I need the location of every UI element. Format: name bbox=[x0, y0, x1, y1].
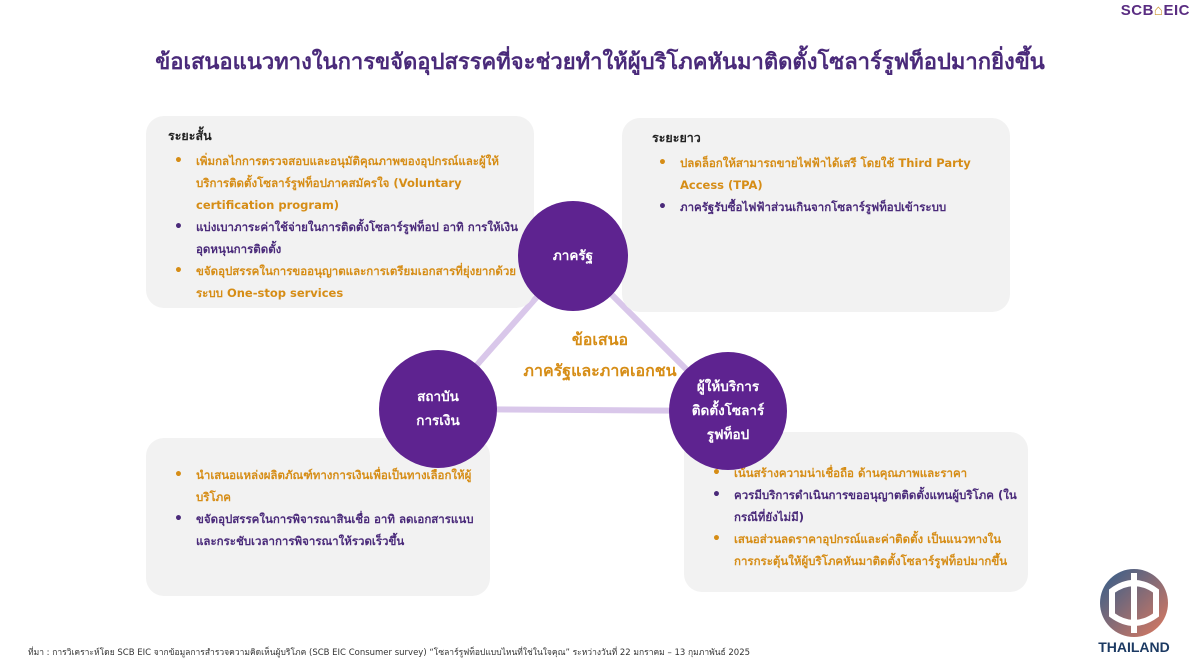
list-item: • นำเสนอแหล่งผลิตภัณฑ์ทางการเงินเพื่อเป็น… bbox=[168, 464, 476, 508]
list-item: • แบ่งเบาภาระค่าใช้จ่ายในการติดตั้งโซลาร์… bbox=[168, 216, 518, 260]
list-item-text: เพิ่มกลไกการตรวจสอบและอนุมัติคุณภาพของอุ… bbox=[196, 154, 499, 212]
bullet-icon: • bbox=[712, 465, 721, 481]
list-item: • เพิ่มกลไกการตรวจสอบและอนุมัติคุณภาพของอ… bbox=[168, 150, 518, 216]
bullet-icon: • bbox=[658, 199, 667, 215]
list-item: • เสนอส่วนลดราคาอุปกรณ์และค่าติดตั้ง เป็น… bbox=[706, 528, 1018, 572]
sd-thailand-badge-icon bbox=[1100, 569, 1168, 637]
list-item: • ภาครัฐรับซื้อไฟฟ้าส่วนเกินจากโซลาร์รูฟท… bbox=[652, 196, 994, 218]
list-item-text: เสนอส่วนลดราคาอุปกรณ์และค่าติดตั้ง เป็นแ… bbox=[734, 532, 1008, 568]
badge-word: THAILAND bbox=[1098, 639, 1170, 655]
bullet-icon: • bbox=[712, 487, 721, 503]
center-line-2: ภาครัฐและภาคเอกชน bbox=[523, 361, 677, 380]
solar-installer-circle: ผู้ให้บริการ ติดตั้งโซลาร์ รูฟท็อป bbox=[669, 352, 787, 470]
installer-list: • เน้นสร้างความน่าเชื่อถือ ด้านคุณภาพและร… bbox=[706, 462, 1018, 572]
house-icon: ⌂ bbox=[1153, 2, 1164, 19]
list-item-text: ขจัดอุปสรรคในการพิจารณาสินเชื่อ อาทิ ลดเ… bbox=[196, 512, 474, 548]
list-item-text: นำเสนอแหล่งผลิตภัณฑ์ทางการเงินเพื่อเป็นท… bbox=[196, 468, 472, 504]
list-item-text: เน้นสร้างความน่าเชื่อถือ ด้านคุณภาพและรา… bbox=[734, 466, 968, 480]
source-footnote: ที่มา : การวิเคราะห์โดย SCB EIC จากข้อมู… bbox=[28, 648, 751, 658]
bullet-icon: • bbox=[174, 511, 183, 527]
list-item: • ขจัดอุปสรรคในการพิจารณาสินเชื่อ อาทิ ลด… bbox=[168, 508, 476, 552]
government-circle: ภาครัฐ bbox=[518, 201, 628, 311]
short-term-heading: ระยะสั้น bbox=[168, 128, 212, 143]
list-item-text: ปลดล็อกให้สามารถขายไฟฟ้าได้เสรี โดยใช้ T… bbox=[680, 156, 971, 192]
center-line-1: ข้อเสนอ bbox=[571, 330, 629, 349]
bullet-icon: • bbox=[174, 263, 183, 279]
bullet-icon: • bbox=[174, 219, 183, 235]
finance-institution-circle: สถาบัน การเงิน bbox=[379, 350, 497, 468]
list-item-text: แบ่งเบาภาระค่าใช้จ่ายในการติดตั้งโซลาร์ร… bbox=[196, 220, 518, 256]
short-term-card: ระยะสั้น • เพิ่มกลไกการตรวจสอบและอนุมัติค… bbox=[146, 116, 534, 308]
long-term-card: ระยะยาว • ปลดล็อกให้สามารถขายไฟฟ้าได้เสรี… bbox=[622, 118, 1010, 312]
list-item-text: ภาครัฐรับซื้อไฟฟ้าส่วนเกินจากโซลาร์รูฟท็… bbox=[680, 200, 947, 214]
list-item-text: ควรมีบริการดำเนินการขออนุญาตติดตั้งแทนผู… bbox=[734, 488, 1017, 524]
center-proposal-label: ข้อเสนอ ภาครัฐและภาคเอกชน bbox=[490, 324, 710, 386]
page-title: ข้อเสนอแนวทางในการขจัดอุปสรรคที่จะช่วยทำ… bbox=[155, 50, 1045, 75]
bullet-icon: • bbox=[174, 467, 183, 483]
list-item-text: ขจัดอุปสรรคในการขออนุญาตและการเตรียมเอกส… bbox=[196, 264, 517, 300]
long-term-heading: ระยะยาว bbox=[652, 130, 701, 145]
short-term-list: • เพิ่มกลไกการตรวจสอบและอนุมัติคุณภาพของอ… bbox=[168, 150, 518, 304]
bullet-icon: • bbox=[712, 531, 721, 547]
list-item: • ขจัดอุปสรรคในการขออนุญาตและการเตรียมเอก… bbox=[168, 260, 518, 304]
list-item: • ควรมีบริการดำเนินการขออนุญาตติดตั้งแทนผ… bbox=[706, 484, 1018, 528]
list-item: • เน้นสร้างความน่าเชื่อถือ ด้านคุณภาพและร… bbox=[706, 462, 1018, 484]
long-term-list: • ปลดล็อกให้สามารถขายไฟฟ้าได้เสรี โดยใช้ … bbox=[652, 152, 994, 218]
list-item: • ปลดล็อกให้สามารถขายไฟฟ้าได้เสรี โดยใช้ … bbox=[652, 152, 994, 196]
scb-eic-logo: SCB⌂EIC bbox=[1120, 2, 1190, 19]
bullet-icon: • bbox=[174, 153, 183, 169]
finance-list: • นำเสนอแหล่งผลิตภัณฑ์ทางการเงินเพื่อเป็น… bbox=[168, 464, 476, 552]
bullet-icon: • bbox=[658, 155, 667, 171]
